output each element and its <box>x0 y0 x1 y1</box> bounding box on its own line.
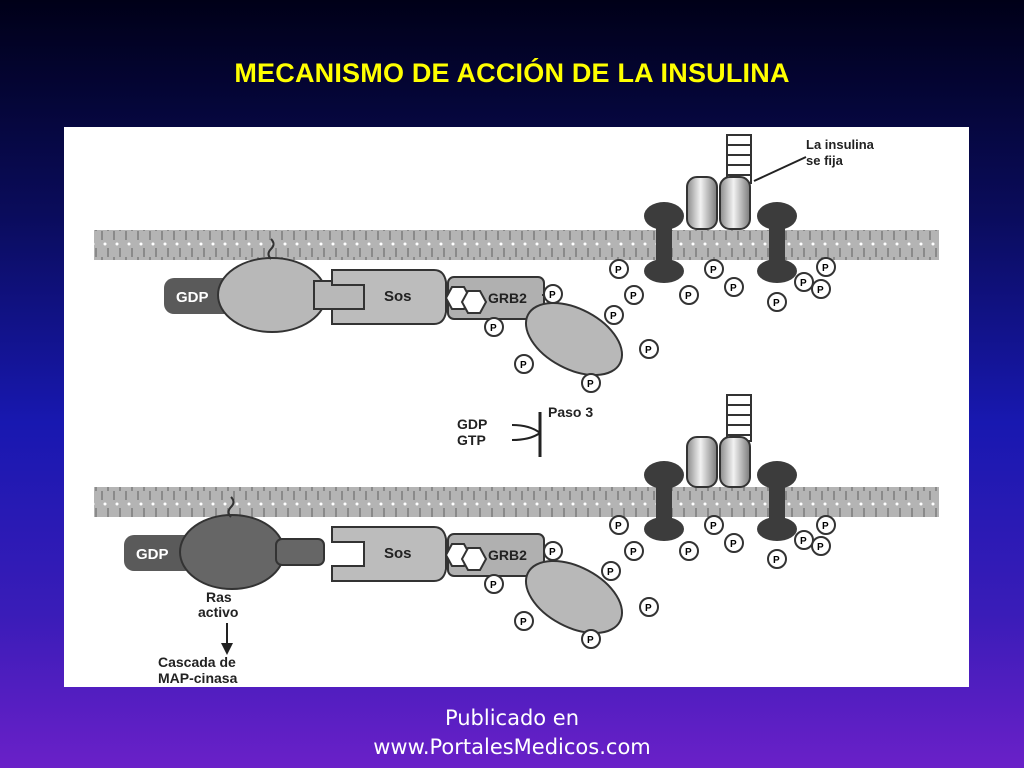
svg-text:P: P <box>520 360 527 371</box>
map-kinase-cascade-line1: Cascada de <box>158 654 236 670</box>
svg-text:P: P <box>615 521 622 532</box>
publisher-credit-line1: Publicado en <box>444 706 580 730</box>
diagram-panel: La insulina se fija GDP Sos GRB2 <box>64 127 969 687</box>
svg-text:P: P <box>490 323 497 334</box>
ras-protein-bottom <box>179 514 285 590</box>
svg-text:P: P <box>520 617 527 628</box>
gdp-tag-bottom <box>124 535 194 571</box>
gdp-label-bottom: GDP <box>136 546 169 563</box>
svg-text:P: P <box>773 298 780 309</box>
svg-text:P: P <box>549 290 556 301</box>
svg-text:P: P <box>817 285 824 296</box>
publisher-credit: Publicado en www.PortalesMedicos.com <box>332 704 692 762</box>
insulin-binds-label-line1: La insulina <box>806 137 875 152</box>
insulin-mechanism-diagram: La insulina se fija GDP Sos GRB2 <box>94 134 939 686</box>
publisher-website[interactable]: www.PortalesMedicos.com <box>373 735 651 759</box>
svg-text:P: P <box>730 283 737 294</box>
receptor-alpha-right-bottom <box>719 436 751 488</box>
step-gdp-label: GDP <box>457 416 487 432</box>
svg-text:P: P <box>773 555 780 566</box>
svg-text:P: P <box>645 603 652 614</box>
svg-text:P: P <box>610 311 617 322</box>
map-kinase-cascade-line2: MAP-cinasa <box>158 670 238 686</box>
svg-text:P: P <box>587 379 594 390</box>
svg-text:P: P <box>685 547 692 558</box>
sos-protein-top <box>331 269 447 325</box>
svg-text:P: P <box>710 265 717 276</box>
receptor-alpha-left-top <box>686 176 718 230</box>
svg-text:P: P <box>630 291 637 302</box>
svg-text:P: P <box>800 536 807 547</box>
sos-label-bottom: Sos <box>384 545 412 562</box>
svg-text:P: P <box>587 635 594 646</box>
ras-active-label-line1: Ras <box>206 589 232 605</box>
phosphates-top: P P P P P P P P P P P P P P P <box>484 257 836 393</box>
insulin-binds-label-line2: se fija <box>806 153 844 168</box>
sos-protein-bottom <box>331 526 447 582</box>
svg-text:P: P <box>630 547 637 558</box>
bottom-complex: GDP Ras activo Cascada de MAP-cinasa Sos… <box>94 394 939 686</box>
receptor-beta-right-top <box>757 202 797 283</box>
receptor-alpha-left-bottom <box>686 436 718 488</box>
irs-substrate-bottom <box>524 559 624 635</box>
insulin-molecule-bottom <box>726 394 752 442</box>
ras-active-label-line2: activo <box>198 604 238 620</box>
svg-text:P: P <box>822 521 829 532</box>
receptor-beta-left-top <box>644 202 684 283</box>
step-label: Paso 3 <box>548 404 593 420</box>
svg-text:P: P <box>607 567 614 578</box>
slide-title: MECANISMO DE ACCIÓN DE LA INSULINA <box>234 58 790 88</box>
insulin-molecule-top <box>726 134 752 184</box>
svg-text:P: P <box>710 521 717 532</box>
svg-text:P: P <box>730 539 737 550</box>
ras-protein-top <box>217 257 327 333</box>
svg-text:P: P <box>549 547 556 558</box>
grb2-label-top: GRB2 <box>488 290 527 306</box>
gdp-tag-top <box>164 278 234 314</box>
svg-text:P: P <box>817 542 824 553</box>
step-gtp-label: GTP <box>457 432 486 448</box>
svg-text:P: P <box>645 345 652 356</box>
gdp-label-top: GDP <box>176 289 209 306</box>
svg-text:P: P <box>685 291 692 302</box>
svg-text:P: P <box>490 580 497 591</box>
svg-text:P: P <box>822 263 829 274</box>
receptor-alpha-right-top <box>719 176 751 230</box>
phosphates-bottom: P P P P P P P P P P P P P P P <box>484 515 836 649</box>
sos-label-top: Sos <box>384 288 412 305</box>
step-3-arrow: GDP GTP Paso 3 <box>457 404 593 457</box>
top-complex: La insulina se fija GDP Sos GRB2 <box>94 134 939 393</box>
cell-membrane-bottom <box>94 487 939 517</box>
svg-text:P: P <box>615 265 622 276</box>
irs-substrate-top <box>524 301 624 377</box>
receptor-beta-left-bottom <box>644 461 684 541</box>
receptor-beta-right-bottom <box>757 461 797 541</box>
svg-text:P: P <box>800 278 807 289</box>
grb2-label-bottom: GRB2 <box>488 547 527 563</box>
cell-membrane-top <box>94 230 939 260</box>
